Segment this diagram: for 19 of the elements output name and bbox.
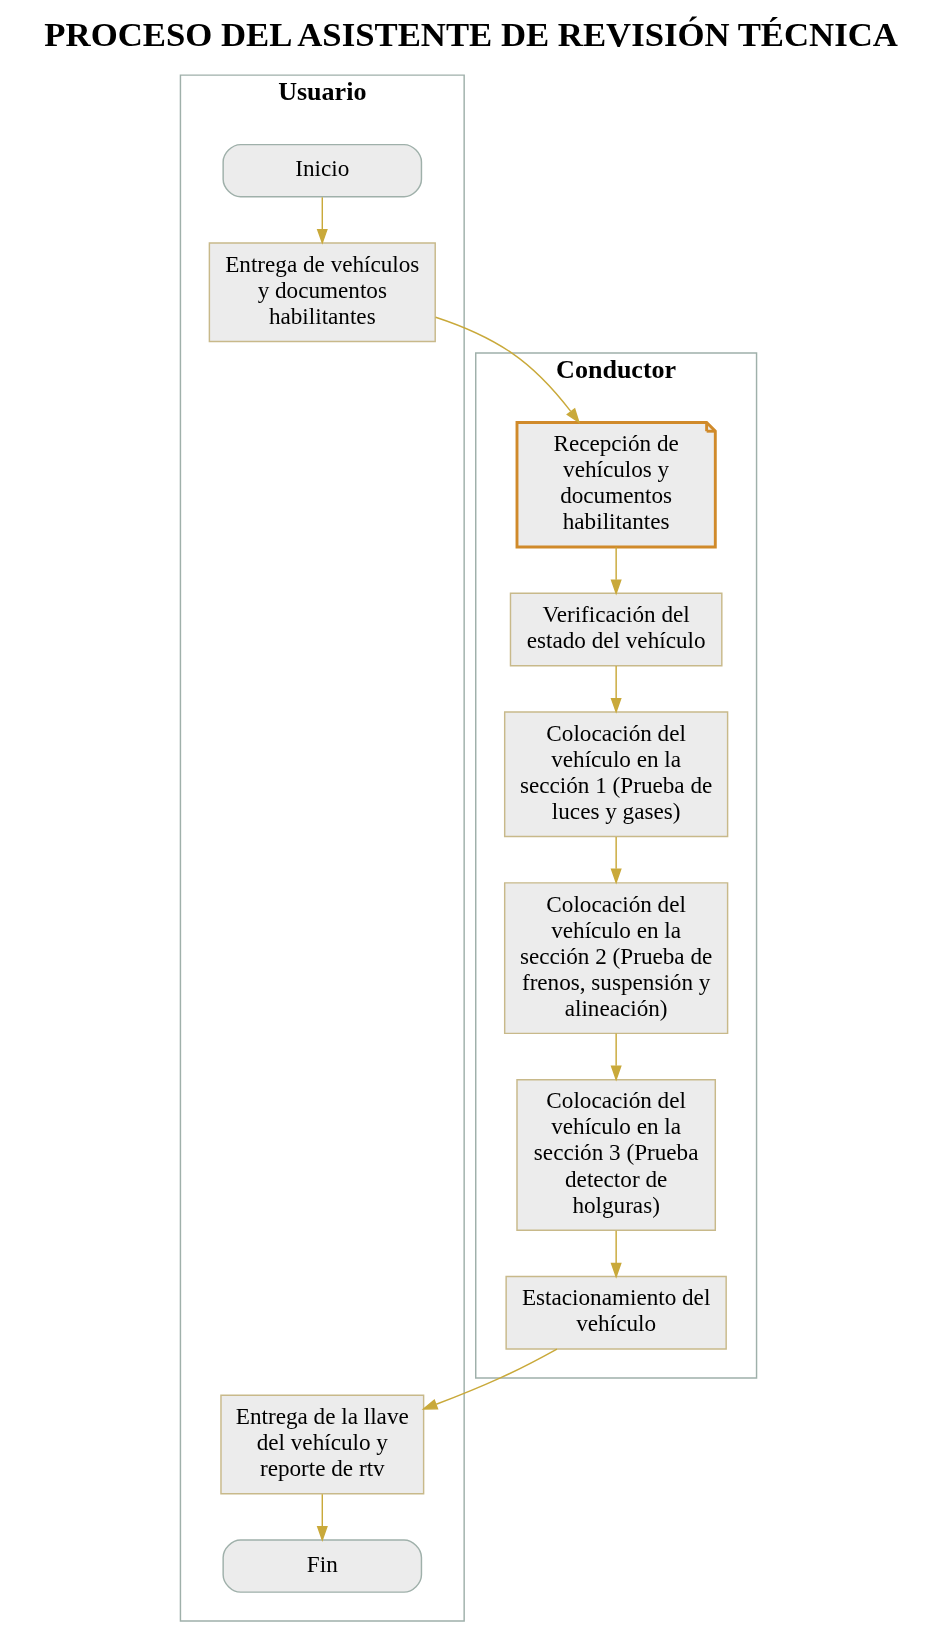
node-box: Fin <box>221 1539 422 1593</box>
arrow <box>316 196 328 245</box>
node-box: Colocación del vehículo en la sección 2 (Prueba de frenos, suspensión y alineación) <box>503 882 728 1035</box>
arrow <box>610 1230 622 1279</box>
node-box: Entrega de la llave del vehículo y reporte de rtv <box>219 1394 424 1495</box>
arrow <box>610 1032 622 1082</box>
node-box: Colocación del vehículo en la sección 3 (Prueba detector de holguras) <box>515 1079 716 1231</box>
arrow <box>316 1493 328 1543</box>
node-box: Entrega de vehículos y documentos habilitantes <box>208 242 436 343</box>
node-box: Inicio <box>221 143 422 198</box>
node-box: Colocación del vehículo en la sección 1 (Prueba de luces y gases) <box>503 711 728 838</box>
arrow <box>434 316 580 424</box>
arrow <box>610 546 622 596</box>
arrow <box>610 665 622 714</box>
arrow <box>610 836 622 885</box>
diagram-title: PROCESO DEL ASISTENTE DE REVISIÓN TÉCNICA <box>43 15 898 55</box>
node-box: Verificación del estado del vehículo <box>509 592 723 667</box>
node-box: Estacionamiento del vehículo <box>504 1275 727 1350</box>
arrow <box>421 1348 558 1410</box>
